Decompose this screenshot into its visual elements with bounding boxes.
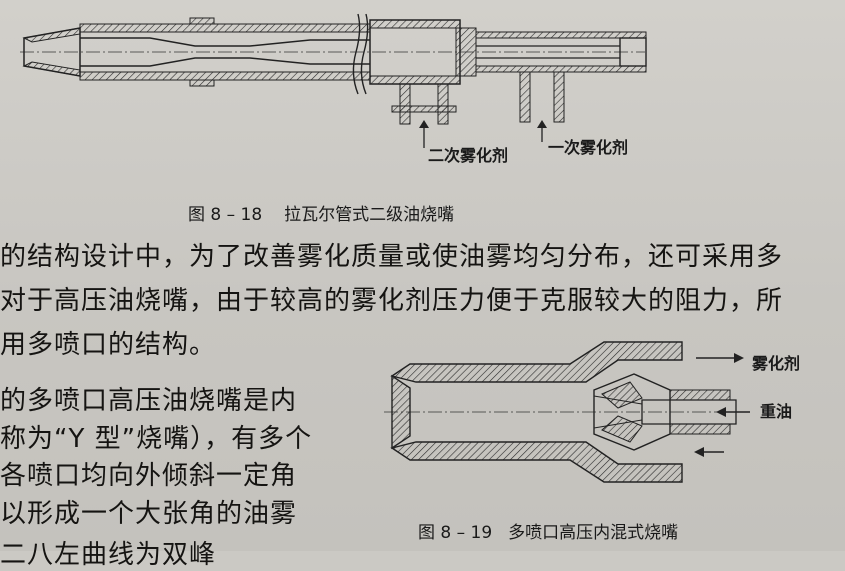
multi-jet-burner-diagram — [384, 341, 750, 483]
body-text-line: 用多喷口的结构。 — [0, 330, 217, 360]
laval-burner-diagram — [20, 13, 647, 148]
secondary-atomizer-label: 二次雾化剂 — [428, 146, 509, 165]
figure-title: 多喷口高压内混式烧嘴 — [508, 523, 679, 543]
body-text-line: 对于高压油烧嘴，由于较高的雾化剂压力便于克服较大的阻力，所 — [0, 286, 784, 316]
figure-8-19-caption: 图 8 – 19 多喷口高压内混式烧嘴 — [418, 518, 678, 543]
body-text-line: 的多喷口高压油烧嘴是内 — [0, 386, 298, 416]
heavy-oil-label: 重油 — [760, 402, 793, 421]
body-text-line: 的结构设计中，为了改善雾化质量或使油雾均匀分布，还可采用多 — [0, 242, 784, 272]
figure-title: 拉瓦尔管式二级油烧嘴 — [284, 205, 455, 225]
body-text-line: 二八左曲线为双峰 — [0, 540, 217, 570]
atomizer-label: 雾化剂 — [752, 354, 801, 373]
figure-number: 图 8 – 18 — [188, 205, 263, 225]
body-text-line: 称为“Y 型”烧嘴），有多个 — [0, 424, 313, 454]
body-text-line: 各喷口均向外倾斜一定角 — [0, 461, 298, 491]
figure-number: 图 8 – 19 — [418, 523, 493, 543]
figure-8-18-caption: 图 8 – 18 拉瓦尔管式二级油烧嘴 — [188, 200, 454, 225]
primary-atomizer-label: 一次雾化剂 — [548, 138, 629, 157]
body-text-line: 以形成一个大张角的油雾 — [0, 499, 298, 529]
